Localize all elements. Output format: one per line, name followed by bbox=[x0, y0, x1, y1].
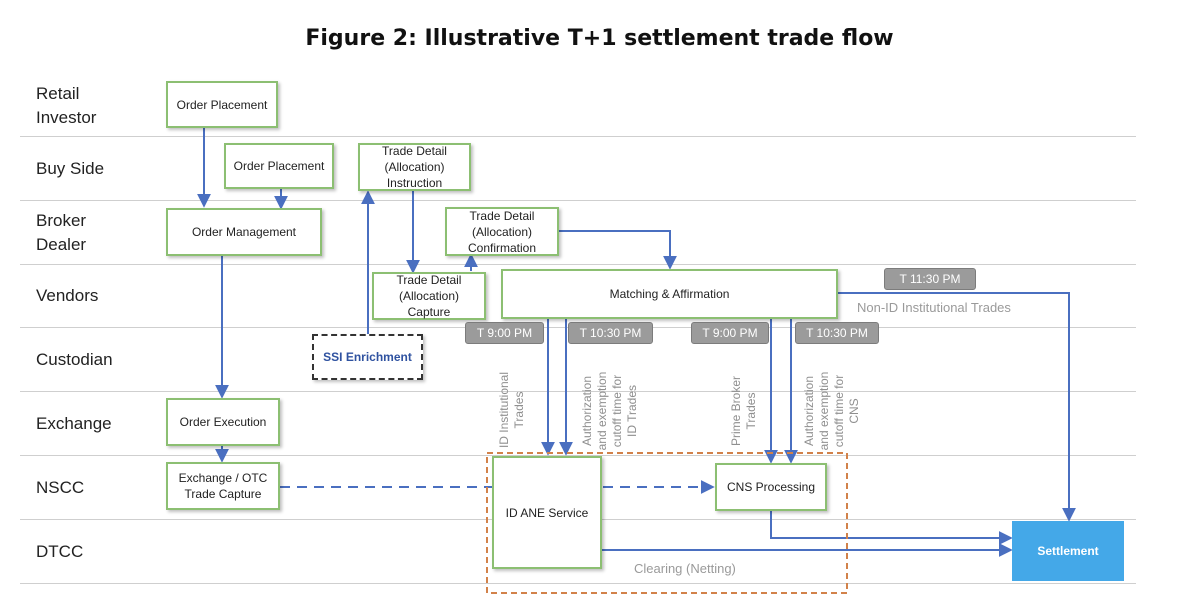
clearing-netting-label: Clearing (Netting) bbox=[634, 561, 736, 576]
id-institutional-trades-label: ID Institutional Trades bbox=[497, 371, 526, 449]
lane-divider bbox=[20, 200, 1136, 201]
figure-title: Figure 2: Illustrative T+1 settlement tr… bbox=[305, 26, 894, 51]
lane-divider bbox=[20, 136, 1136, 137]
lane-divider bbox=[20, 455, 1136, 456]
order-management-box: Order Management bbox=[166, 208, 322, 256]
prime-broker-trades-label: Prime Broker Trades bbox=[729, 376, 758, 447]
settlement-box: Settlement bbox=[1012, 521, 1124, 581]
lane-divider bbox=[20, 391, 1136, 392]
lane-label-custodian: Custodian bbox=[36, 350, 113, 369]
lane-label-vendors: Vendors bbox=[36, 286, 99, 305]
time-badge: T 10:30 PM bbox=[795, 322, 879, 344]
time-badge: T 10:30 PM bbox=[568, 322, 653, 344]
trade-detail-capture-box: Trade Detail (Allocation) Capture bbox=[372, 272, 486, 320]
time-badge: T 11:30 PM bbox=[884, 268, 976, 290]
trade-detail-instruction-box: Trade Detail (Allocation) Instruction bbox=[358, 143, 471, 191]
order-placement-retail-box: Order Placement bbox=[166, 81, 278, 128]
id-ane-service-box: ID ANE Service bbox=[492, 456, 602, 569]
order-execution-box: Order Execution bbox=[166, 398, 280, 446]
time-badge: T 9:00 PM bbox=[691, 322, 769, 344]
arrow-matching-to-settlement bbox=[838, 292, 1076, 522]
lane-label-buy-side: Buy Side bbox=[36, 159, 105, 178]
trade-detail-confirmation-box: Trade Detail (Allocation) Confirmation bbox=[445, 207, 559, 256]
authorization-cns-label: Authorization and exemption cutoff time … bbox=[802, 371, 861, 451]
cns-processing-box: CNS Processing bbox=[715, 463, 827, 511]
exchange-otc-trade-capture-box: Exchange / OTC Trade Capture bbox=[166, 462, 280, 510]
lane-label-exchange: Exchange bbox=[36, 414, 112, 433]
arrow-confirmation-to-matching bbox=[559, 230, 677, 270]
lane-label-retail-investor: Retail Investor bbox=[36, 84, 97, 127]
authorization-id-trades-label: Authorization and exemption cutoff time … bbox=[580, 371, 639, 451]
lane-label-dtcc: DTCC bbox=[36, 542, 84, 561]
time-badge: T 9:00 PM bbox=[465, 322, 544, 344]
lane-divider bbox=[20, 583, 1136, 584]
lane-label-broker-dealer: Broker Dealer bbox=[36, 211, 87, 254]
order-placement-buyside-box: Order Placement bbox=[224, 143, 334, 189]
clearing-region bbox=[486, 452, 848, 594]
lane-label-nscc: NSCC bbox=[36, 478, 85, 497]
non-id-trades-label: Non-ID Institutional Trades bbox=[857, 300, 1011, 315]
ssi-enrichment-box: SSI Enrichment bbox=[312, 334, 423, 380]
matching-affirmation-box: Matching & Affirmation bbox=[501, 269, 838, 319]
arrow-cns-to-settlement bbox=[770, 511, 1013, 545]
lane-divider bbox=[20, 264, 1136, 265]
